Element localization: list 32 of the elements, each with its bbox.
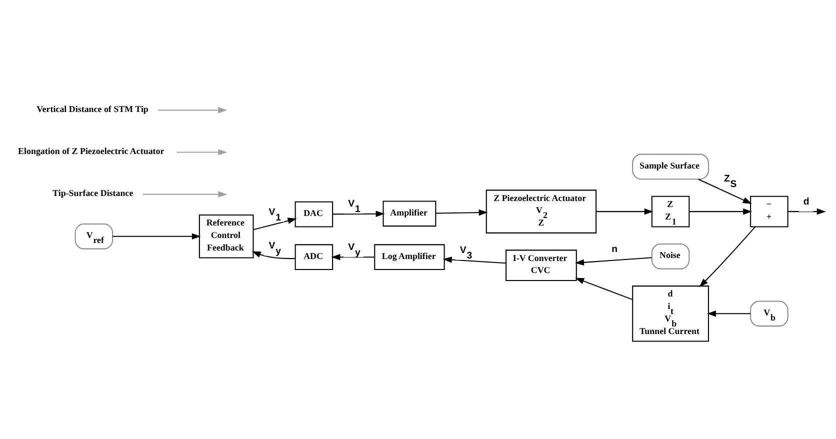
edge-label: d <box>803 196 810 208</box>
arrow <box>706 310 750 317</box>
arrow <box>252 251 296 260</box>
node-box: Noise <box>651 243 690 270</box>
arrow <box>331 254 374 260</box>
node-box: − + <box>750 196 788 228</box>
node-text: Vertical Distance of STM Tip <box>36 104 148 114</box>
node-box: Reference Control Feedback <box>198 214 254 258</box>
arrow <box>575 278 633 300</box>
arrow <box>158 107 228 114</box>
arrow <box>176 149 228 156</box>
node-box: DAC <box>294 201 334 228</box>
arrow <box>442 256 506 264</box>
arrow <box>689 208 752 215</box>
arrow <box>332 210 385 218</box>
arrow <box>574 257 652 266</box>
node-box: Sample Surface <box>632 154 709 180</box>
node-text: Elongation of Z Piezoelectric Actuator <box>18 146 164 156</box>
node-box: Log Amplifier <box>374 244 445 270</box>
node-box: I-V Converter CVC <box>506 250 577 282</box>
edge-label: n <box>612 244 618 256</box>
arrow <box>596 208 654 215</box>
arrow <box>788 208 826 215</box>
node-box: Amplifier <box>382 200 436 227</box>
node-box: ADC <box>294 244 334 270</box>
arrow <box>436 209 488 216</box>
arrow <box>253 218 297 230</box>
node-text: Tip-Surface Distance <box>52 188 134 198</box>
arrow <box>699 226 756 288</box>
arrow <box>142 191 228 198</box>
arrow <box>698 178 752 204</box>
arrow <box>112 233 201 240</box>
